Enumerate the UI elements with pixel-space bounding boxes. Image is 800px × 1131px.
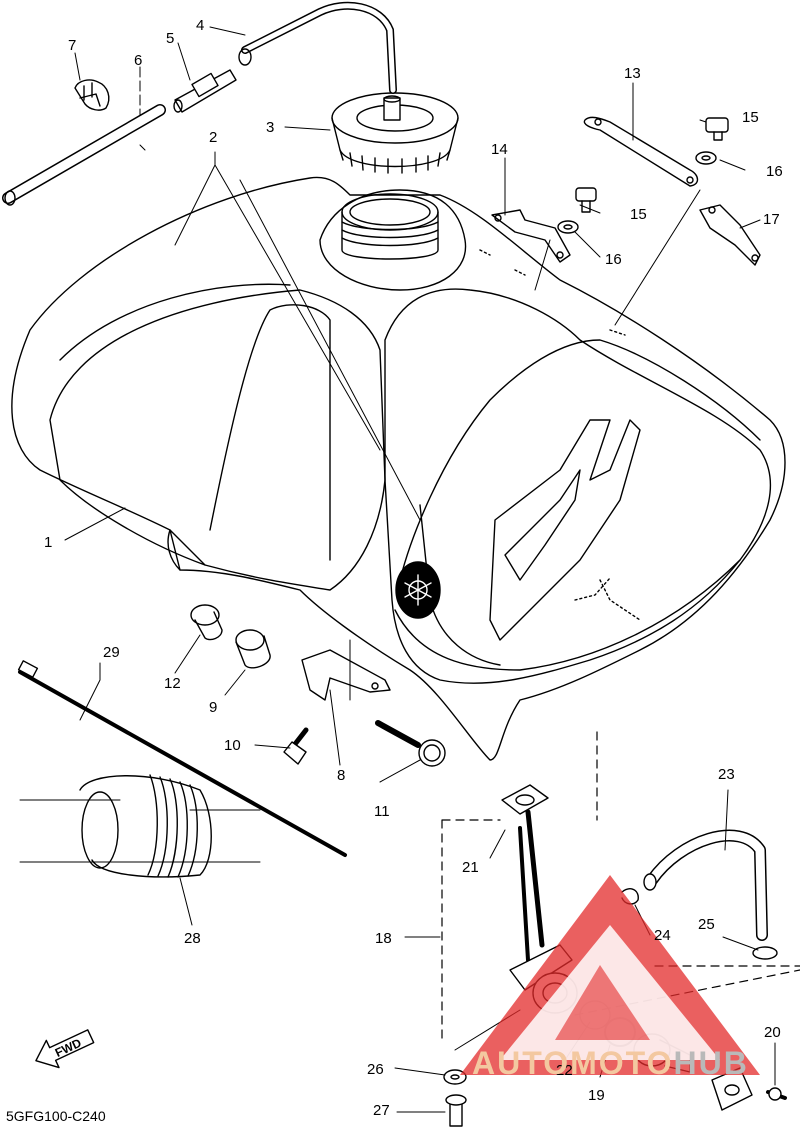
hose-clamp — [74, 79, 110, 111]
label-part-15a: 15 — [742, 109, 759, 126]
label-part-14: 14 — [491, 141, 508, 158]
label-part-10: 10 — [224, 737, 241, 754]
bracket-13 — [583, 116, 699, 187]
label-part-23: 23 — [718, 766, 735, 783]
bolt-15a — [705, 117, 729, 141]
label-part-1: 1 — [44, 534, 53, 551]
label-part-2: 2 — [209, 129, 218, 146]
watermark-part2: HUB — [673, 1045, 749, 1081]
bracket-14 — [491, 209, 571, 263]
label-part-25: 25 — [698, 916, 715, 933]
filler-neck — [341, 193, 439, 260]
label-part-20: 20 — [764, 1024, 781, 1041]
yamaha-tuning-fork-icon — [395, 561, 441, 619]
label-part-18: 18 — [375, 930, 392, 947]
label-part-16b: 16 — [605, 251, 622, 268]
watermark-logo — [460, 875, 760, 1075]
label-part-4: 4 — [196, 17, 205, 34]
cable-strap — [17, 660, 347, 857]
washer-16b — [557, 220, 579, 234]
label-part-19: 19 — [588, 1087, 605, 1104]
label-part-27: 27 — [373, 1102, 390, 1119]
label-part-11: 11 — [374, 803, 390, 820]
label-part-21: 21 — [462, 859, 479, 876]
bolt-11 — [375, 720, 446, 767]
fuel-cap — [331, 92, 459, 174]
label-part-29: 29 — [103, 644, 120, 661]
label-part-13: 13 — [624, 65, 641, 82]
label-part-24: 24 — [654, 927, 671, 944]
fuel-tank — [11, 176, 786, 761]
boot-28 — [79, 774, 212, 878]
label-part-15b: 15 — [630, 206, 647, 223]
label-part-26: 26 — [367, 1061, 384, 1078]
fuel-hose-23 — [643, 829, 768, 941]
leader-lines — [19, 26, 776, 1113]
stay-8 — [301, 649, 391, 701]
breather-hose — [238, 1, 397, 94]
washer-16a — [695, 151, 717, 165]
label-part-3: 3 — [266, 119, 275, 136]
label-part-17: 17 — [763, 211, 780, 228]
bolt-15b — [575, 187, 597, 213]
bolt-10 — [283, 727, 309, 765]
label-part-22: 22 — [556, 1062, 573, 1079]
diagram-code: 5GFG100-C240 — [6, 1108, 106, 1124]
label-part-8: 8 — [337, 767, 346, 784]
fwd-label: FWD — [53, 1036, 84, 1060]
damper-9 — [235, 629, 271, 669]
pipe-joint — [173, 69, 237, 113]
label-part-9: 9 — [209, 699, 218, 716]
watermark-part1: AUTOMOTO — [472, 1045, 674, 1081]
collar-12 — [190, 604, 223, 641]
label-part-16a: 16 — [766, 163, 783, 180]
label-part-7: 7 — [68, 37, 77, 54]
bracket-17 — [699, 204, 761, 266]
label-part-5: 5 — [166, 30, 175, 47]
label-part-28: 28 — [184, 930, 201, 947]
clip-25 — [752, 946, 778, 960]
fwd-arrow-icon: FWD — [35, 1029, 95, 1069]
breather-pipe — [2, 104, 166, 206]
label-part-6: 6 — [134, 52, 143, 69]
label-part-12: 12 — [164, 675, 181, 692]
watermark-text: AUTOMOTOHUB — [472, 1045, 749, 1082]
